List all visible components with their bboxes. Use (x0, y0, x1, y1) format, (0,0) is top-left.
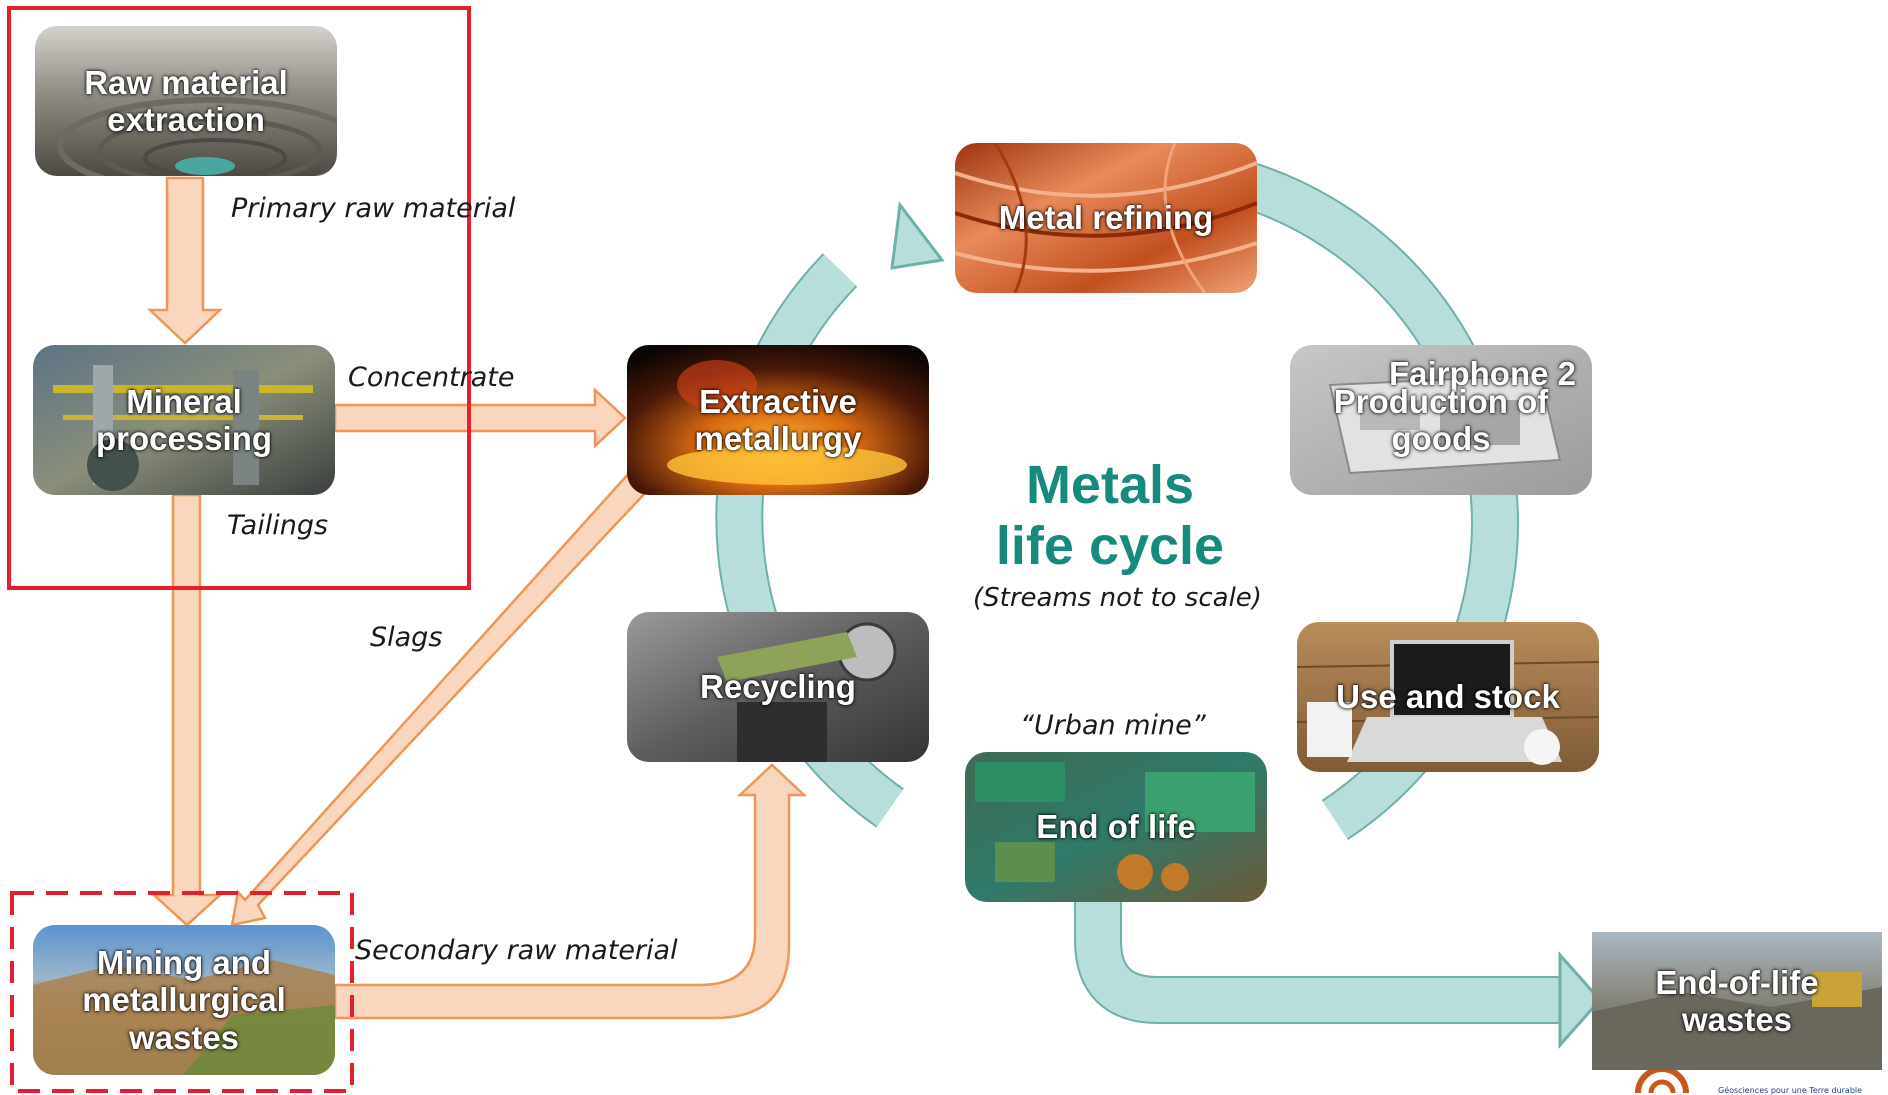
copper-wire-photo (955, 143, 1257, 293)
waste-heap-photo (33, 925, 335, 1075)
quarry-photo (35, 26, 337, 176)
label-primary-raw-material: Primary raw material (231, 193, 516, 224)
plant-photo (33, 345, 335, 495)
node-mineral-processing: Mineral processing (33, 345, 335, 495)
label-secondary-raw-material: Secondary raw material (355, 935, 678, 966)
node-raw-material-extraction: Raw material extraction (35, 26, 337, 176)
title-line-2: life cycle (995, 516, 1225, 577)
title-line-1: Metals (1025, 455, 1195, 515)
node-metal-refining: Metal refining (955, 143, 1257, 293)
node-end-of-life: End of life (965, 752, 1267, 902)
node-label: Mineral processing (95, 382, 273, 457)
label-urban-mine: “Urban mine” (1020, 710, 1206, 741)
node-label: Mining and metallurgical wastes (82, 944, 286, 1056)
circuit-board-photo (965, 752, 1267, 902)
node-label: End-of-life wastes (1655, 963, 1819, 1038)
footer-caption: Géosciences pour une Terre durable (1718, 1086, 1863, 1095)
node-label: Use and stock (1336, 678, 1560, 716)
furnace-photo (627, 345, 929, 495)
laptop-desk-photo (1297, 622, 1599, 772)
recycling-lab-photo (627, 612, 929, 762)
highlight-box-wastes (10, 891, 354, 1093)
center-title: Metals life cycle (960, 455, 1260, 577)
node-recycling: Recycling (627, 612, 929, 762)
orange-flows (146, 176, 808, 1020)
node-use-and-stock: Use and stock (1297, 622, 1599, 772)
node-label: Raw material extraction (84, 63, 288, 138)
node-production-of-goods: Fairphone 2 Production of goods (1290, 345, 1592, 495)
node-label: Extractive metallurgy (694, 382, 862, 457)
fairphone-caption: Fairphone 2 (1388, 355, 1576, 392)
node-label: Production of goods (1333, 382, 1549, 457)
node-mining-metallurgical-wastes: Mining and metallurgical wastes (33, 925, 335, 1075)
eol-waste-arrow (1074, 895, 1603, 1049)
node-label: End of life (1036, 808, 1196, 846)
label-tailings: Tailings (227, 510, 329, 541)
node-extractive-metallurgy: Extractive metallurgy (627, 345, 929, 495)
phone-parts-photo (1290, 345, 1592, 495)
node-label: Metal refining (998, 199, 1214, 237)
center-subtitle: (Streams not to scale) (973, 583, 1262, 613)
label-concentrate: Concentrate (348, 362, 515, 393)
highlight-box-primary (7, 6, 471, 590)
node-label: Recycling (700, 668, 856, 706)
lab-logo-icon (1635, 1066, 1689, 1093)
node-end-of-life-wastes: End-of-life wastes (1592, 932, 1882, 1070)
landfill-photo (1592, 932, 1882, 1070)
label-slags: Slags (370, 622, 443, 653)
